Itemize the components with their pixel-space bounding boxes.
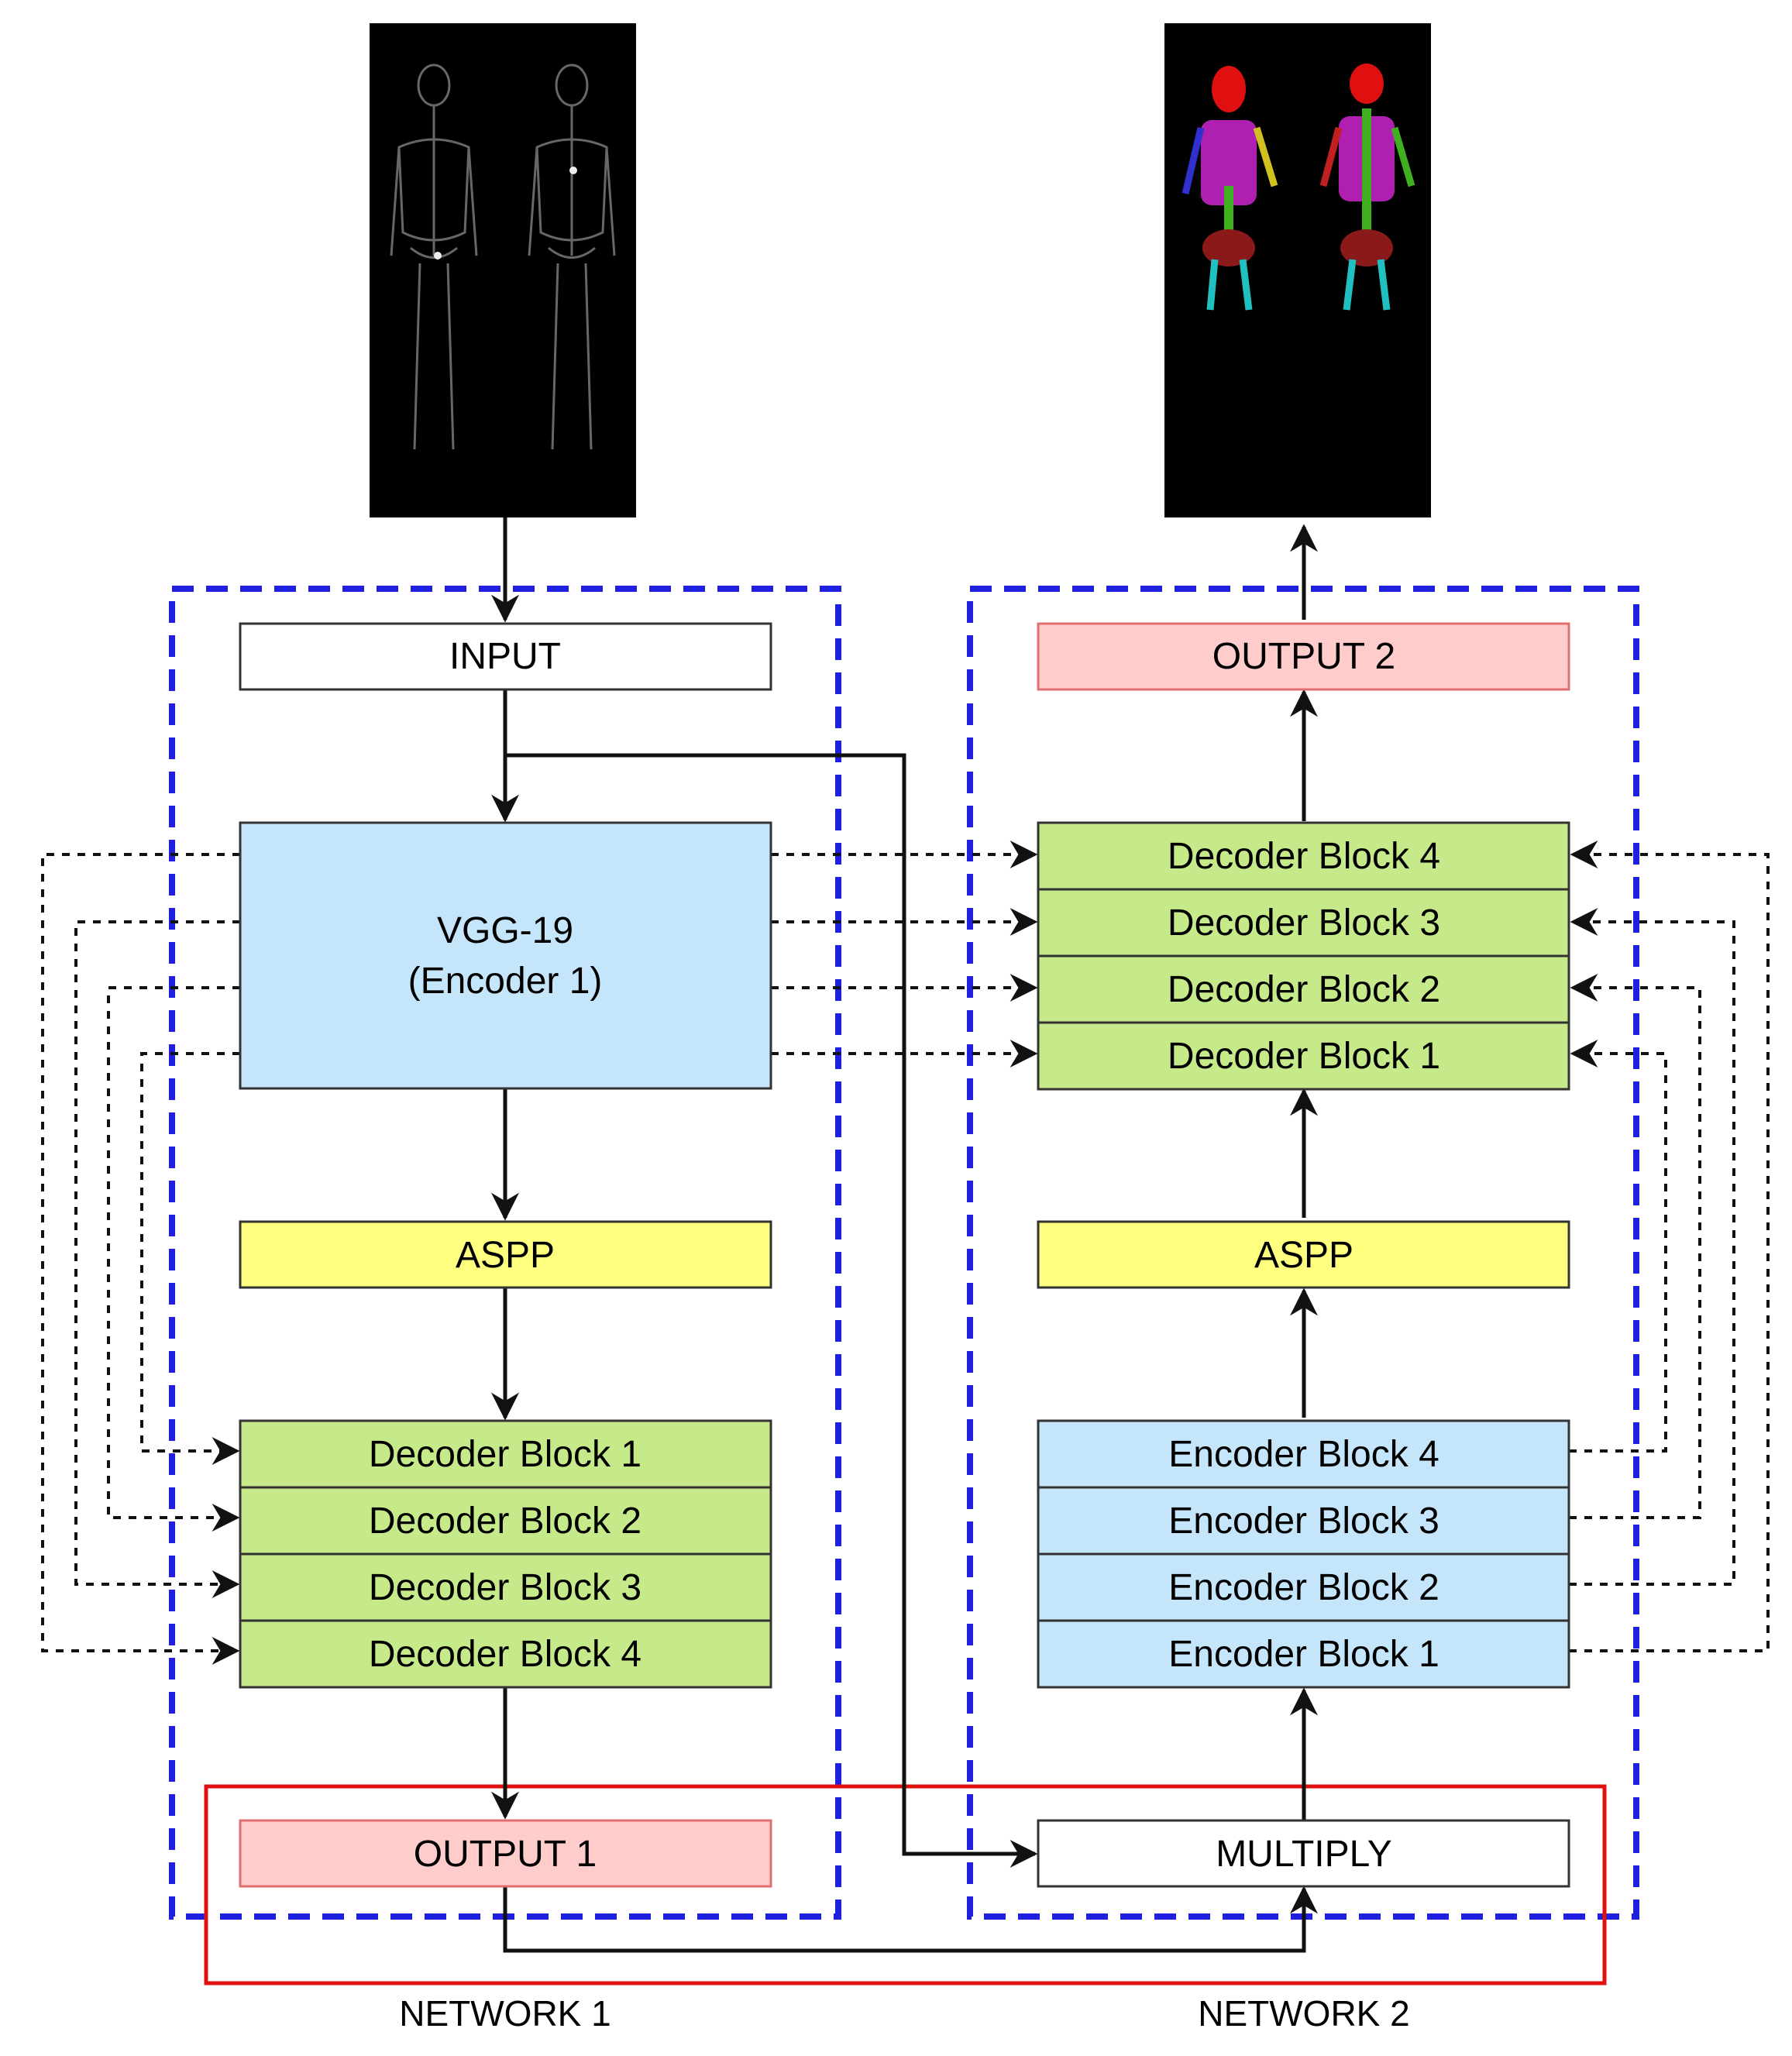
network1-decoder-block <box>239 1419 772 1489</box>
solid-connections <box>491 517 1318 1953</box>
network2-decoder-block <box>1037 888 1570 958</box>
aspp2-label: ASPP <box>1254 1235 1353 1276</box>
encoder1-subtitle: (Encoder 1) <box>408 961 603 1002</box>
output1-box <box>239 1819 772 1888</box>
aspp2-box <box>1037 1220 1570 1289</box>
segmented-skeleton-icon <box>1181 64 1415 311</box>
output1-label: OUTPUT 1 <box>414 1834 597 1875</box>
network1-decoder-block <box>239 1619 772 1689</box>
network2-decoder-label: Decoder Block 2 <box>1168 969 1440 1010</box>
network2-caption: NETWORK 2 <box>1198 1993 1409 2034</box>
network2-encoder-label: Encoder Block 4 <box>1168 1434 1439 1475</box>
network2-decoder-block <box>1037 1021 1570 1091</box>
output-image <box>1164 23 1431 517</box>
aspp1-label: ASPP <box>456 1235 555 1276</box>
network2-decoder-block <box>1037 821 1570 891</box>
network1-decoder-label: Decoder Block 1 <box>369 1434 641 1475</box>
network1-decoder-label: Decoder Block 3 <box>369 1567 641 1608</box>
network2-encoder-label: Encoder Block 1 <box>1168 1634 1439 1675</box>
network2-encoder-stack: Encoder Block 4 Encoder Block 3 Encoder … <box>1037 1419 1570 1689</box>
network1: INPUT VGG-19 (Encoder 1) ASPP Decoder Bl… <box>239 622 772 2034</box>
aspp1-box <box>239 1220 772 1289</box>
network2-decoder-block <box>1037 954 1570 1024</box>
network1-decoder-stack: Decoder Block 1 Decoder Block 2 Decoder … <box>239 1419 772 1689</box>
network1-decoder-label: Decoder Block 2 <box>369 1501 641 1542</box>
output2-label: OUTPUT 2 <box>1212 636 1395 677</box>
bone-scan-icon <box>390 64 616 450</box>
multiply-box <box>1037 1819 1570 1888</box>
network2-decoder-label: Decoder Block 3 <box>1168 903 1440 944</box>
network2-decoder-label: Decoder Block 4 <box>1168 836 1440 877</box>
encoder1-title: VGG-19 <box>437 910 573 951</box>
network2-encoder-label: Encoder Block 2 <box>1168 1567 1439 1608</box>
network2-encoder-block <box>1037 1619 1570 1689</box>
input-label: INPUT <box>449 636 561 677</box>
network2-encoder-block <box>1037 1486 1570 1556</box>
network2: OUTPUT 2 Decoder Block 4 Decoder Block 3… <box>1037 622 1570 2034</box>
network1-decoder-label: Decoder Block 4 <box>369 1634 641 1675</box>
network2-encoder-label: Encoder Block 3 <box>1168 1501 1439 1542</box>
network1-caption: NETWORK 1 <box>399 1993 611 2034</box>
encoder1-box <box>239 821 772 1090</box>
input-image <box>370 23 636 517</box>
network2-decoder-label: Decoder Block 1 <box>1168 1036 1440 1077</box>
network1-decoder-block <box>239 1552 772 1622</box>
skip-connections <box>41 841 1770 1665</box>
network1-decoder-block <box>239 1486 772 1556</box>
network2-decoder-stack: Decoder Block 4 Decoder Block 3 Decoder … <box>1037 821 1570 1091</box>
output2-box <box>1037 622 1570 691</box>
multiply-label: MULTIPLY <box>1216 1834 1392 1875</box>
input-box <box>239 622 772 691</box>
